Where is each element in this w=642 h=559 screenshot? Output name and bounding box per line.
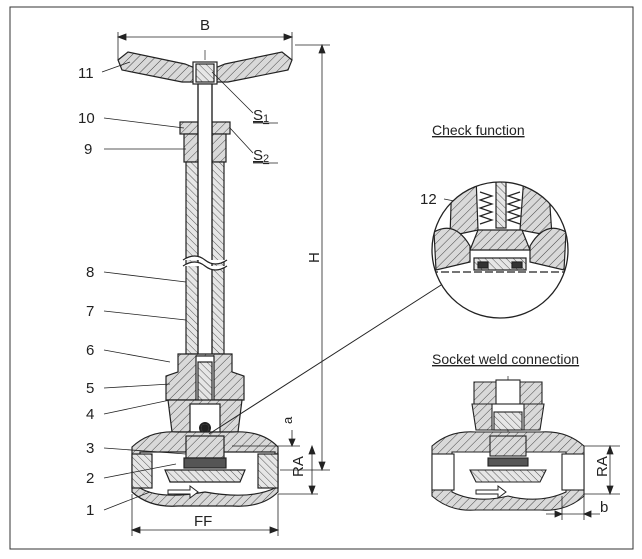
- callout-2: 2: [86, 470, 94, 487]
- socket-dimensions: [546, 444, 620, 520]
- callout-5: 5: [86, 380, 94, 397]
- callout-4: 4: [86, 406, 94, 423]
- callout-10: 10: [78, 110, 95, 127]
- callout-9: 9: [84, 141, 92, 158]
- callout-12: 12: [420, 191, 437, 208]
- check-function-circle: [431, 181, 569, 319]
- callout-1: 1: [86, 502, 94, 519]
- dim-RA: RA: [290, 456, 307, 477]
- socket-weld-title: Socket weld connection: [432, 351, 579, 367]
- detail-leader: [208, 277, 453, 435]
- callout-6: 6: [86, 342, 94, 359]
- socket-weld-detail: [431, 376, 585, 511]
- label-S1: S1: [253, 107, 269, 125]
- dim-a: a: [280, 416, 295, 424]
- dim-B: B: [200, 17, 210, 34]
- check-function-title: Check function: [432, 122, 525, 138]
- callout-3: 3: [86, 440, 94, 457]
- drawing-border: [9, 6, 634, 550]
- main-dimensions: [116, 32, 330, 536]
- callout-11: 11: [78, 65, 94, 82]
- dim-FF: FF: [194, 513, 212, 530]
- main-valve: [117, 50, 293, 507]
- callout-7: 7: [86, 303, 94, 320]
- socket-dim-b: b: [600, 499, 608, 516]
- detail-marker: [201, 424, 209, 432]
- label-S2: S2: [253, 147, 269, 165]
- socket-dim-RA: RA: [594, 456, 611, 477]
- callout-8: 8: [86, 264, 94, 281]
- callout-leaders: [101, 61, 481, 511]
- check-function-detail: [432, 182, 568, 318]
- s-leaders: [211, 71, 278, 164]
- dim-H: H: [306, 252, 323, 263]
